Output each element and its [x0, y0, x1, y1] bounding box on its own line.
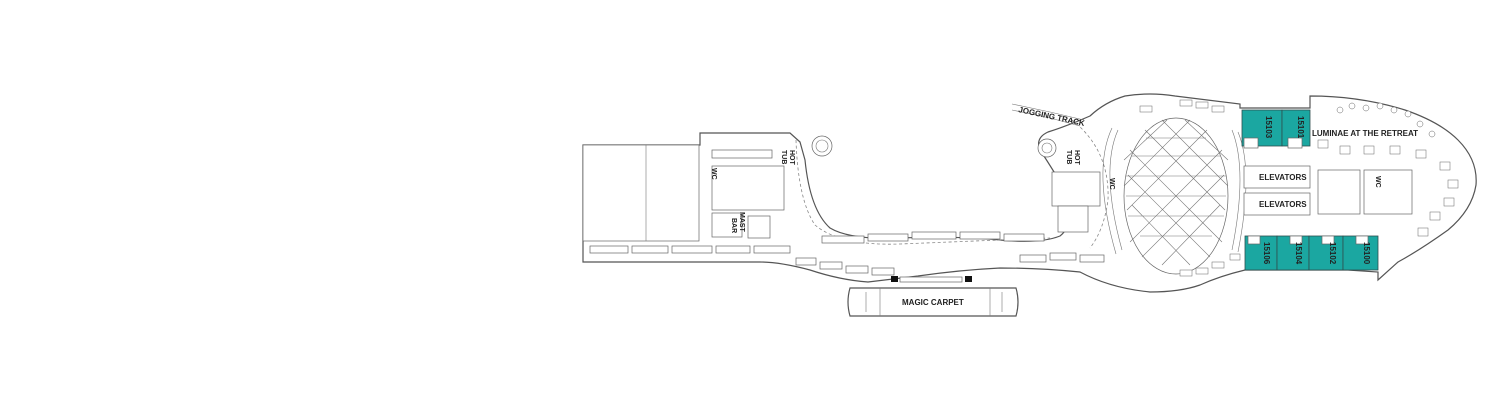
jogging-track-label: JOGGING TRACK [1018, 105, 1086, 128]
mast-bar-label-2: BAR [730, 218, 737, 233]
hot-tub-fwd-label-2: TUB [1065, 150, 1072, 164]
dome-side-seating [1139, 99, 1241, 277]
aft-sun-area [582, 144, 700, 242]
walkway-fwd [1071, 119, 1109, 249]
marker-left [891, 276, 898, 282]
luminae-seating [1317, 102, 1459, 237]
elevators-upper-box [1243, 165, 1311, 189]
magic-carpet-label: MAGIC CARPET [902, 298, 964, 307]
hot-tub-fwd [1037, 138, 1057, 158]
cabin-15103-label[interactable]: 15103 [1264, 116, 1273, 139]
hot-tub-aft [811, 135, 833, 157]
cabin-15102-label[interactable]: 15102 [1328, 242, 1337, 265]
elevators-lower-label: ELEVATORS [1259, 200, 1307, 209]
wc-fwd-label: WC [1374, 176, 1381, 188]
hot-tub-aft-label-2: TUB [780, 150, 787, 164]
elevators-lower-box [1243, 192, 1311, 216]
aft-inner-block [711, 165, 785, 211]
cabin-15101-label[interactable]: 15101 [1296, 116, 1305, 139]
jogging-track-line [1011, 109, 1081, 127]
hot-tub-fwd-label-1: HOT [1073, 150, 1080, 166]
aft-lounger-row [589, 245, 791, 254]
cabin-15104-label[interactable]: 15104 [1294, 242, 1303, 265]
hot-tub-aft-label-1: HOT [788, 150, 795, 166]
walkway-aft [795, 139, 1051, 245]
luminae-label: LUMINAE AT THE RETREAT [1312, 129, 1418, 138]
magic-carpet [847, 287, 1019, 317]
marker-right [965, 276, 972, 282]
mid-lounger-rows [795, 231, 1105, 276]
wc-mid-label: WC [1108, 178, 1115, 190]
rail-strip [899, 276, 963, 283]
glass-dome [1123, 117, 1229, 275]
mast-bar-label-1: MAST [738, 212, 745, 233]
elevators-upper-label: ELEVATORS [1259, 173, 1307, 182]
mid-tower-block [1051, 171, 1101, 207]
cabin-15106-label[interactable]: 15106 [1262, 242, 1271, 265]
cabin-15100-label[interactable]: 15100 [1362, 242, 1371, 265]
wc-aft-label: WC [710, 168, 717, 180]
